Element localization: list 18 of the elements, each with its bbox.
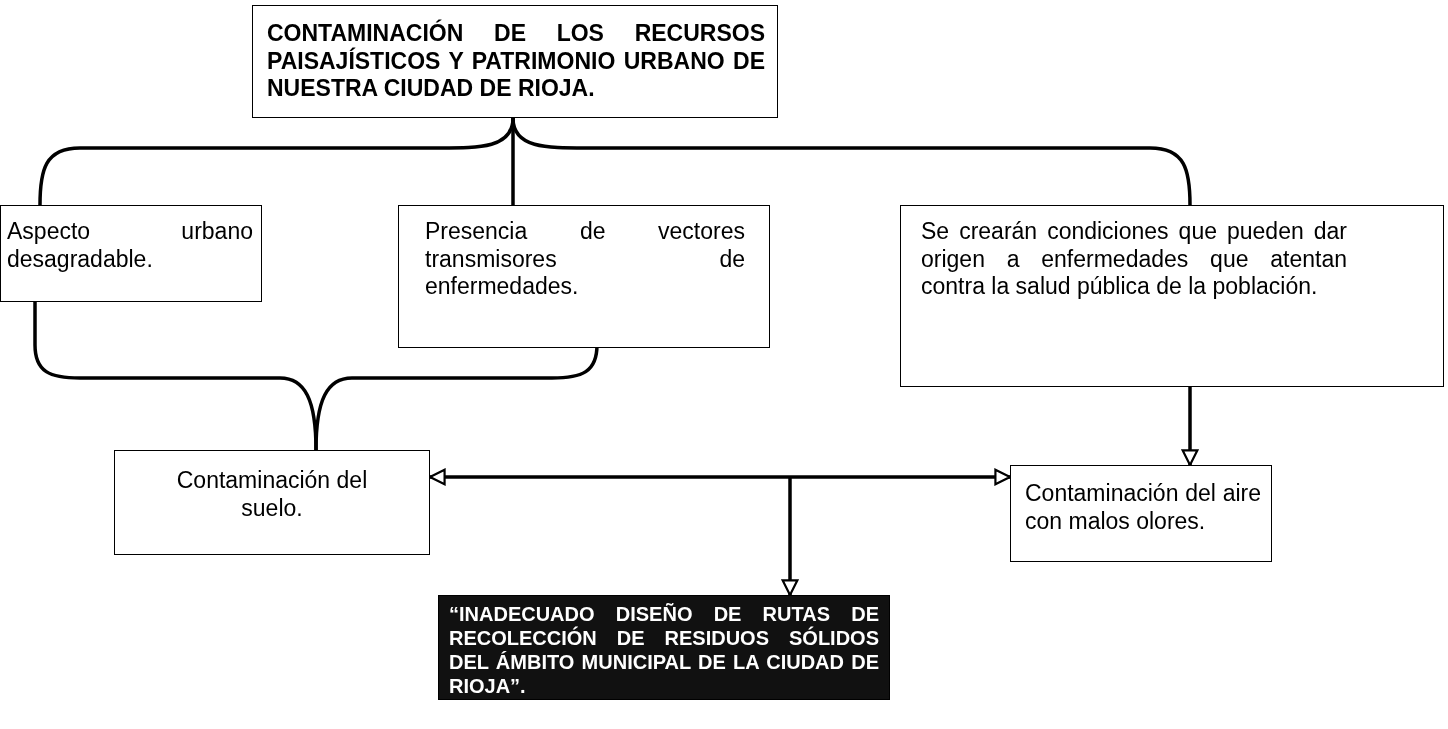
text-box xyxy=(1010,465,1272,562)
box-text: Aspecto urbano desagradable. xyxy=(7,218,253,274)
arrow xyxy=(781,477,799,597)
text-box xyxy=(114,450,430,555)
text-box xyxy=(398,205,770,348)
text-box xyxy=(0,205,262,302)
box-text: CONTAMINACIÓN DE LOS RECURSOS PAISAJÍSTICOS Y PATRIMONIO URBANO DE NUESTRA CIUDAD DE RIOJA. xyxy=(267,20,765,103)
arrow xyxy=(790,468,1012,486)
box-text: Se crearán condiciones que pueden dar origen a enfermedades que atentan contra la salud pública de la población. xyxy=(921,218,1347,301)
box-text: Contaminación del aire con malos olores. xyxy=(1025,480,1261,536)
box-text: “INADECUADO DISEÑO DE RUTAS DE RECOLECCIÓN DE RESIDUOS SÓLIDOS DEL ÁMBITO MUNICIPAL DE LA CIUDAD DE RIOJA”. xyxy=(449,602,879,698)
text-box xyxy=(252,5,778,118)
connector-line xyxy=(511,117,1192,206)
box-text: Contaminación del suelo. xyxy=(175,467,369,523)
arrow xyxy=(1181,387,1199,467)
box-text: Presencia de vectores transmisores de enfermedades. xyxy=(425,218,745,301)
arrow xyxy=(428,468,790,486)
text-box xyxy=(900,205,1444,387)
